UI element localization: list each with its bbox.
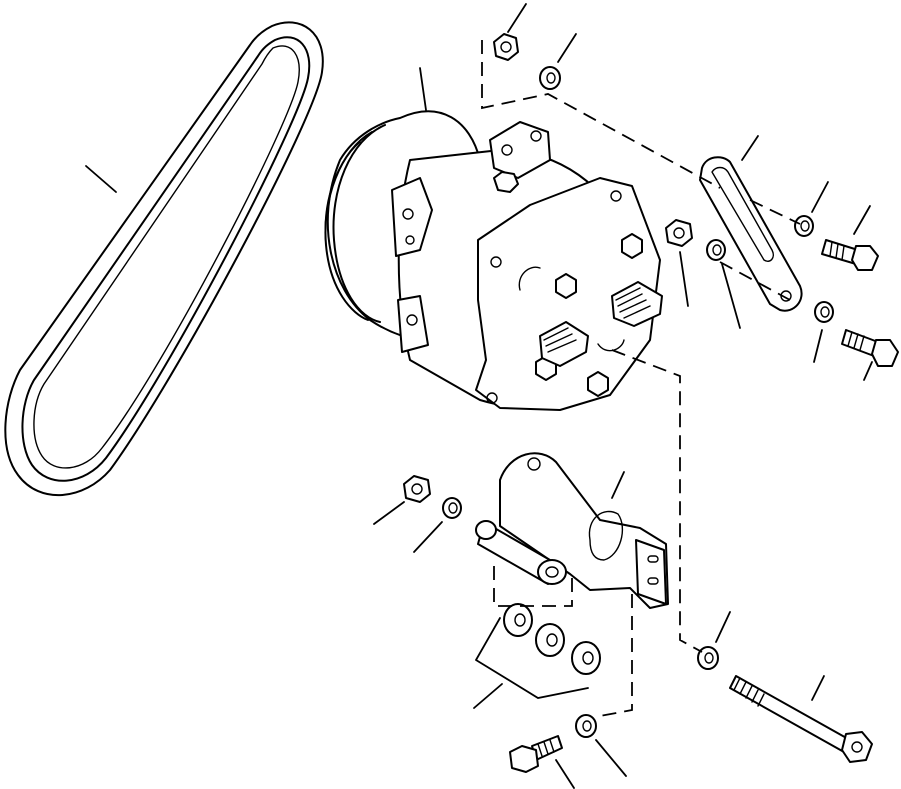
compressor-leader-line xyxy=(419,67,427,111)
mounting-bracket[interactable] xyxy=(475,452,669,609)
nut-left[interactable] xyxy=(373,475,431,525)
drive-belt[interactable] xyxy=(4,21,324,496)
hex-nut[interactable] xyxy=(373,3,693,525)
adjusting-strap[interactable] xyxy=(699,135,803,312)
washers-leader-line xyxy=(473,683,503,709)
belt-leader-line xyxy=(85,165,117,193)
bracket-leader-line xyxy=(611,471,625,499)
washer-bolt-2[interactable] xyxy=(813,301,834,363)
ac-compressor[interactable] xyxy=(324,67,663,411)
washer-left[interactable] xyxy=(413,497,462,553)
nut-top[interactable] xyxy=(493,3,527,61)
washer-strap-mid[interactable] xyxy=(706,239,741,329)
spacer-washers[interactable] xyxy=(473,603,601,709)
nut-right[interactable] xyxy=(665,219,693,307)
strap-leader-line xyxy=(741,135,759,161)
washer-long-bolt[interactable] xyxy=(697,611,731,670)
short-bolt[interactable] xyxy=(509,205,899,789)
bolt-upper-right[interactable] xyxy=(821,205,879,271)
washer-bottom[interactable] xyxy=(575,714,627,777)
assembly-guide-lines xyxy=(481,40,801,717)
lock-washer[interactable] xyxy=(413,33,834,777)
bolt-lower-right[interactable] xyxy=(841,329,899,381)
bolt-bottom[interactable] xyxy=(509,735,575,789)
long-bolt[interactable] xyxy=(729,675,873,763)
washer-bolt-1[interactable] xyxy=(794,181,829,237)
washer-top[interactable] xyxy=(539,33,577,90)
